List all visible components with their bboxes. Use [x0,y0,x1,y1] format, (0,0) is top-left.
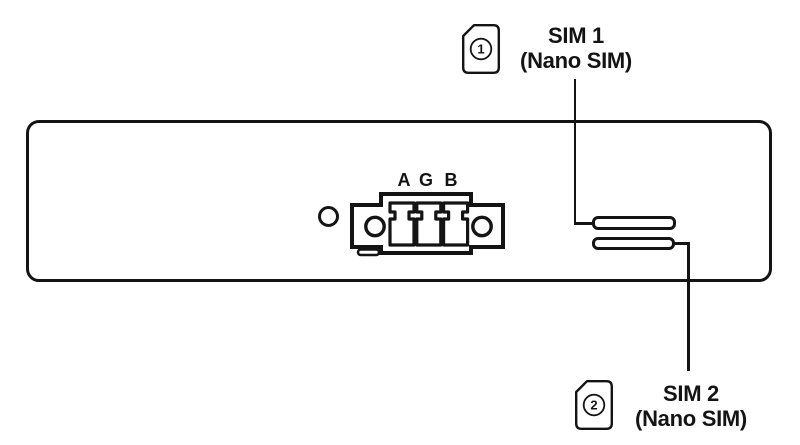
sim-badge-circle [469,37,493,61]
screw-hole-left-icon [364,215,386,238]
sim1-title: SIM 1 [548,23,604,48]
sim2-leader-line-vertical [687,242,690,372]
sim2-callout-label: SIM 2 (Nano SIM) [635,381,747,431]
sim1-badge-number: 1 [477,42,484,57]
connector-key-notch [356,248,381,257]
terminal-block-connector [350,192,505,257]
sim2-badge-number: 2 [590,398,597,413]
sim-badge-circle [582,393,606,417]
sim1-subtitle: (Nano SIM) [520,48,632,73]
sim1-leader-line-horizontal [573,222,593,225]
sim2-title: SIM 2 [663,381,719,406]
sim1-leader-line-vertical [573,79,577,225]
sim-card-1-icon: 1 [462,24,500,74]
sim2-subtitle: (Nano SIM) [635,406,747,431]
sim-card-2-icon: 2 [575,380,613,430]
terminal-slot-b [441,201,470,247]
terminal-pin-label-b: B [444,170,458,190]
terminal-pin-label-g: G [418,170,434,190]
terminal-slot-g [415,201,443,247]
sim1-callout-label: SIM 1 (Nano SIM) [520,23,632,73]
terminal-pin-label-a: A [397,170,411,190]
screw-hole-right-icon [471,215,493,238]
terminal-slot-a [388,201,416,247]
sim2-leader-line-horizontal [674,242,690,245]
sim-slot-1 [592,216,676,230]
sim-slot-2 [592,237,675,250]
led-hole-icon [318,206,339,227]
